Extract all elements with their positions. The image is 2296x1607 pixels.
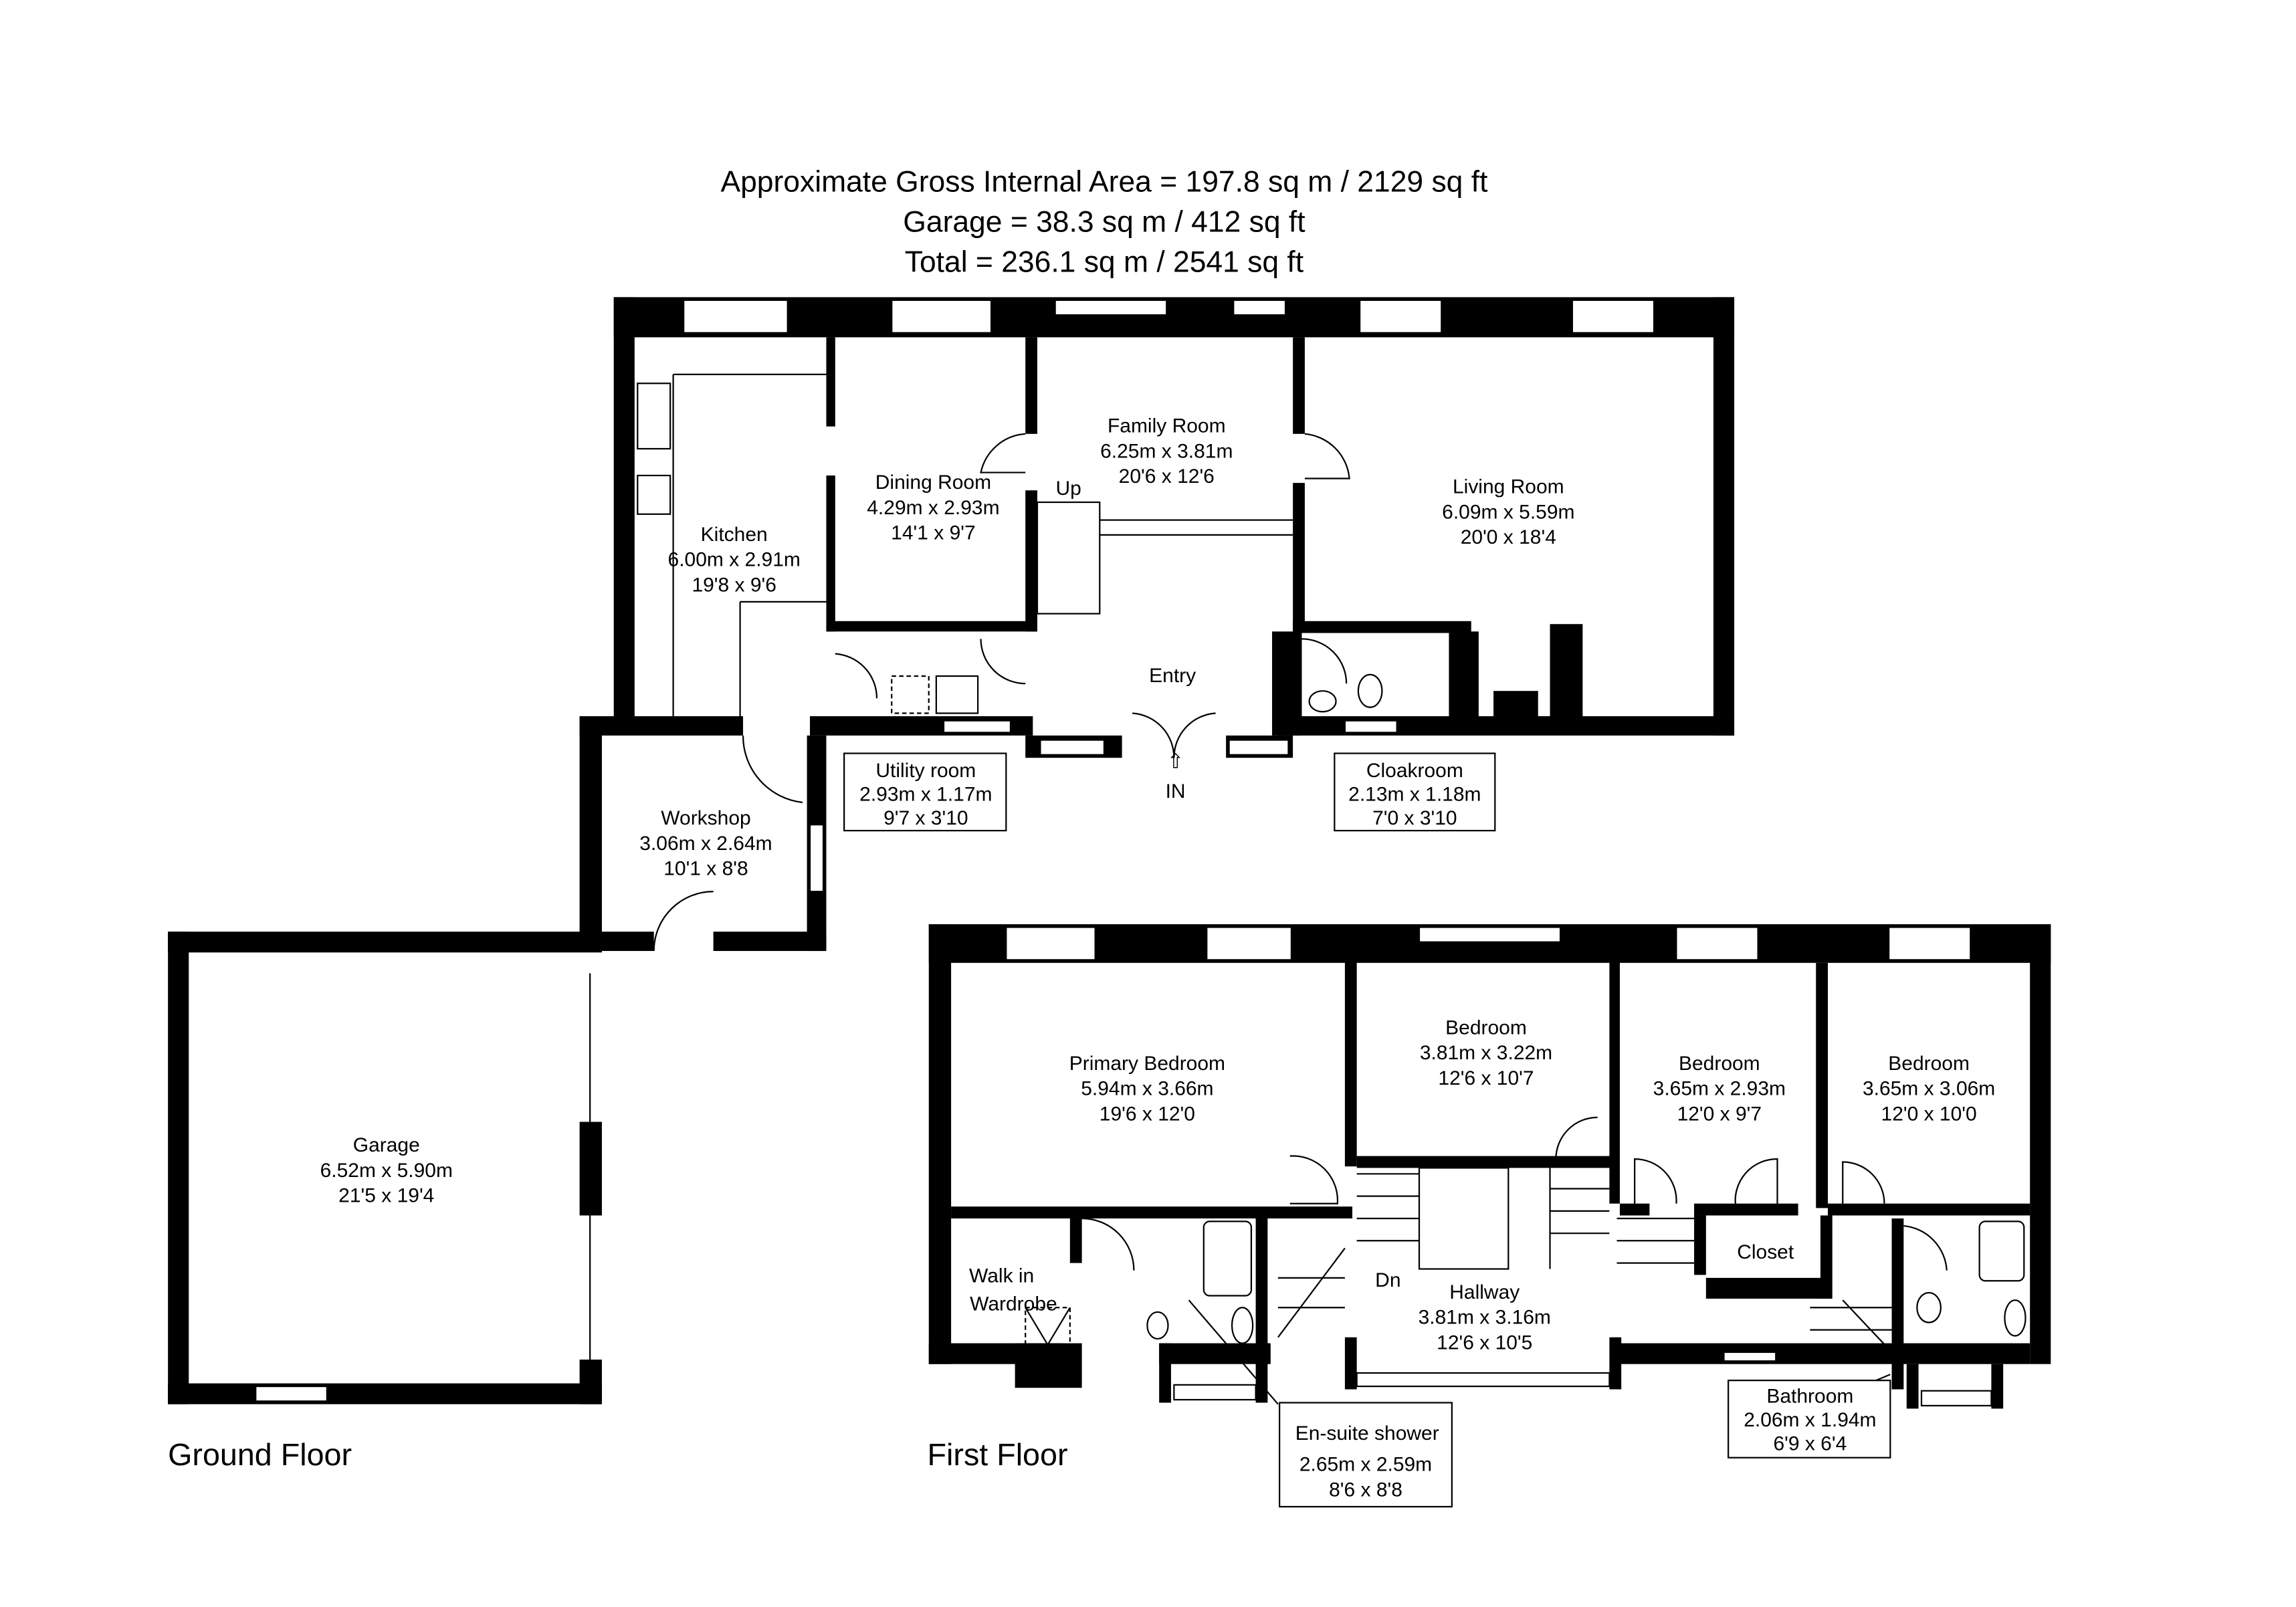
stairs-down-label: Dn [1375,1269,1400,1291]
room-name: Hallway [1449,1281,1520,1303]
room-walk-in-wardrobe: Walk in Wardrobe [969,1265,1057,1315]
room-dimensions-imperial: 19'8 x 9'6 [692,574,776,596]
room-bedroom-4: Bedroom 3.65m x 3.06m 12'0 x 10'0 [1863,1053,1995,1126]
room-bathroom: Bathroom 2.06m x 1.94m 6'9 x 6'4 [1728,1380,1891,1459]
stairs-up-label: Up [1055,477,1081,500]
room-bedroom-2: Bedroom 3.81m x 3.22m 12'6 x 10'7 [1420,1016,1552,1089]
ground-floor-label: Ground Floor [168,1437,352,1472]
room-dimensions-imperial: 20'0 x 18'4 [1461,526,1556,548]
room-dimensions-metric: 3.81m x 3.16m [1419,1307,1551,1329]
room-dimensions-metric: 6.25m x 3.81m [1100,440,1233,462]
gross-internal-area: Approximate Gross Internal Area = 197.8 … [720,166,1488,199]
room-dimensions-metric: 6.09m x 5.59m [1442,501,1574,523]
room-dimensions-imperial: 8'6 x 8'8 [1329,1479,1402,1501]
room-dimensions-metric: 2.13m x 1.18m [1348,784,1481,806]
room-dimensions-imperial: 19'6 x 12'0 [1100,1103,1195,1125]
room-dimensions-metric: 5.94m x 3.66m [1081,1078,1213,1100]
room-name: Dining Room [875,471,991,494]
room-utility: Utility room 2.93m x 1.17m 9'7 x 3'10 [843,752,1007,832]
room-dimensions-imperial: 20'6 x 12'6 [1119,465,1215,488]
room-dimensions-imperial: 12'0 x 9'7 [1677,1103,1762,1125]
room-living: Living Room 6.09m x 5.59m 20'0 x 18'4 [1442,476,1574,549]
room-dimensions-metric: 3.65m x 2.93m [1653,1078,1786,1100]
room-closet: Closet [1737,1241,1794,1263]
total-area: Total = 236.1 sq m / 2541 sq ft [905,246,1304,279]
ground-floor-walls [168,297,1735,1404]
room-dimensions-metric: 4.29m x 2.93m [867,497,999,519]
room-name: Cloakroom [1366,760,1463,782]
room-bedroom-3: Bedroom 3.65m x 2.93m 12'0 x 9'7 [1653,1053,1786,1126]
room-dimensions-metric: 2.06m x 1.94m [1744,1409,1876,1431]
first-floor-label: First Floor [928,1437,1068,1472]
room-dimensions-imperial: 6'9 x 6'4 [1773,1433,1847,1455]
room-dimensions-metric: 3.65m x 3.06m [1863,1078,1995,1100]
room-family: Family Room 6.25m x 3.81m 20'6 x 12'6 [1100,415,1233,488]
room-name: Living Room [1453,476,1564,498]
room-entry: Entry [1149,665,1196,687]
room-dimensions-metric: 3.81m x 3.22m [1420,1042,1552,1064]
entrance-label: IN [1166,780,1186,802]
room-cloakroom: Cloakroom 2.13m x 1.18m 7'0 x 3'10 [1334,752,1496,832]
room-dimensions-metric: 2.65m x 2.59m [1299,1454,1432,1476]
garage-area: Garage = 38.3 sq m / 412 sq ft [903,206,1306,239]
room-dimensions-metric: 3.06m x 2.64m [639,833,772,855]
room-en-suite: En-suite shower 2.65m x 2.59m 8'6 x 8'8 [1279,1402,1453,1508]
room-dimensions-metric: 2.93m x 1.17m [859,784,992,806]
room-name: Bedroom [1888,1053,1970,1075]
room-dimensions-imperial: 21'5 x 19'4 [338,1185,434,1207]
entrance-arrow-icon: ⇧ [1167,751,1184,773]
room-name: Primary Bedroom [1069,1053,1225,1075]
room-dining: Dining Room 4.29m x 2.93m 14'1 x 9'7 [867,471,999,544]
room-dimensions-imperial: 12'0 x 10'0 [1881,1103,1977,1125]
room-primary-bedroom: Primary Bedroom 5.94m x 3.66m 19'6 x 12'… [1069,1053,1225,1126]
room-dimensions-imperial: 9'7 x 3'10 [883,807,968,829]
room-name: Bathroom [1766,1385,1853,1407]
room-dimensions-imperial: 14'1 x 9'7 [891,522,975,544]
room-name: Workshop [661,807,750,829]
room-name: Utility room [875,760,976,782]
room-dimensions-imperial: 7'0 x 3'10 [1372,807,1457,829]
area-summary: Approximate Gross Internal Area = 197.8 … [720,166,1488,279]
room-workshop: Workshop 3.06m x 2.64m 10'1 x 8'8 [639,807,772,880]
room-dimensions-metric: 6.00m x 2.91m [668,549,801,571]
room-name: Kitchen [701,524,768,546]
room-name-line-1: Walk in [969,1265,1034,1287]
room-kitchen: Kitchen 6.00m x 2.91m 19'8 x 9'6 [668,524,801,597]
room-name: Bedroom [1445,1016,1527,1039]
room-garage: Garage 6.52m x 5.90m 21'5 x 19'4 [320,1134,453,1207]
room-name-line-2: Wardrobe [970,1293,1057,1315]
room-name: Family Room [1108,415,1226,437]
room-name: En-suite shower [1295,1422,1439,1444]
first-floor-walls [928,924,2051,1409]
room-dimensions-metric: 6.52m x 5.90m [320,1160,453,1182]
room-dimensions-imperial: 10'1 x 8'8 [663,858,748,880]
room-hallway: Hallway 3.81m x 3.16m 12'6 x 10'5 [1419,1281,1551,1354]
room-name: Bedroom [1679,1053,1760,1075]
room-dimensions-imperial: 12'6 x 10'5 [1437,1331,1532,1354]
room-name: Garage [353,1134,420,1156]
room-dimensions-imperial: 12'6 x 10'7 [1438,1067,1534,1089]
